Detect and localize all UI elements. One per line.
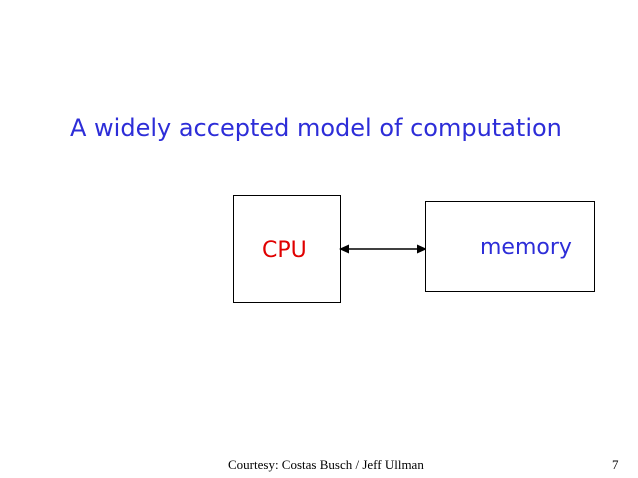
page-number: 7 [612,457,619,472]
bidirectional-arrow [339,244,427,254]
footer-credit: Courtesy: Costas Busch / Jeff Ullman [228,457,424,472]
arrow-head-right [417,244,427,254]
cpu-label: CPU [262,238,307,263]
cpu-box: CPU [233,195,341,303]
memory-label: memory [480,235,572,260]
slide-title: A widely accepted model of computation [70,114,562,142]
arrow-head-left [339,244,349,254]
memory-box: memory [425,201,595,292]
